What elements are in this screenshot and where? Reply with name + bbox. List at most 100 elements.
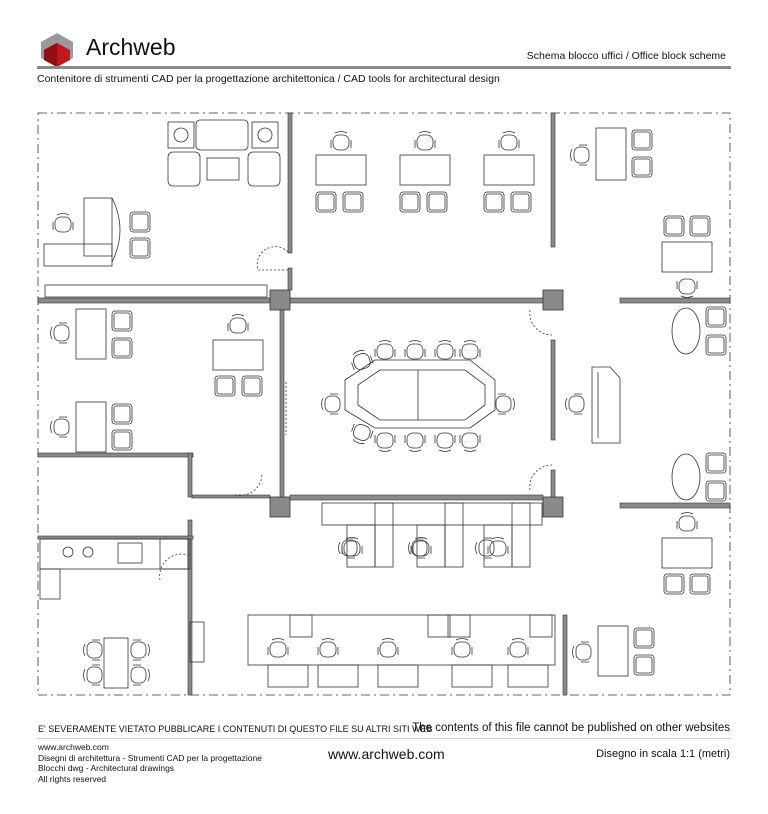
office-chair [565,393,585,415]
chair-arms [50,416,67,438]
reception-desk [43,243,113,267]
office-chair [50,322,70,344]
armchair [129,237,151,259]
copyright-warning-english: The contents of this file cannot be publ… [412,722,730,734]
chair-arms [676,512,698,529]
lamp [257,127,273,143]
office-chair [570,144,590,166]
armchair [705,480,727,502]
office-chair [330,131,352,151]
office-chair [459,340,481,360]
chair-arms [475,537,492,559]
armchair [247,151,281,187]
chair-arms [133,664,150,686]
chair-arms [83,664,100,686]
armchair-seat [131,239,149,257]
armchair-seat [216,377,234,395]
chair-seat [573,146,590,164]
chair-seat [86,666,103,684]
armchair-seat [633,158,651,176]
office-chair [341,537,363,557]
office-chair [377,638,399,658]
armchair-seat [113,405,131,423]
chair-seat [678,278,696,295]
desk [399,154,451,186]
chair-seat [436,432,454,449]
armchair-seat [691,217,709,235]
office-chair [130,639,150,661]
drawing-title: Schema blocco uffici / Office block sche… [526,50,726,62]
chair-arms [404,435,426,452]
armchair [241,375,263,397]
wall [619,297,731,304]
chair-seat [416,134,434,151]
office-chair [83,664,103,686]
subtitle: Contenitore di strumenti CAD per la prog… [37,73,500,85]
chair-seat [406,343,424,360]
armchair-seat [665,575,683,593]
copyright-warning-italian: E' SEVERAMENTE VIETATO PUBBLICARE I CONT… [38,724,433,734]
office-chair [498,131,520,151]
footer-info: www.archweb.com Disegni di architettura … [38,742,262,784]
armchair-seat [691,575,709,593]
side-table [167,121,195,149]
wall [550,339,556,441]
workstation-desk [267,664,309,688]
door-swing [529,464,553,491]
armchair-seat [113,312,131,330]
chair-seat [500,134,518,151]
archweb-logo [41,33,73,67]
office-chair [676,278,698,298]
chair-seat [568,395,585,413]
footer-divider [37,738,731,739]
armchair-seat [113,431,131,449]
armchair-seat [665,217,683,235]
chair-seat [495,395,512,413]
door-swing [159,553,189,581]
office-chair [495,393,515,415]
armchair-seat [635,629,653,647]
chair-seat [86,641,103,659]
chair-seat [54,216,72,233]
armchair-seat [707,336,725,354]
hob [62,546,74,558]
desk [661,537,713,569]
pillar [269,289,291,311]
website-link[interactable]: www.archweb.com [328,746,445,762]
office-chair [434,340,456,360]
chair-arms [351,423,374,444]
sofa [591,366,621,444]
workstation-desk [507,664,549,688]
workstation-desk [451,664,493,688]
hob [82,546,94,558]
pillar [542,496,564,518]
armchair [705,334,727,356]
chair-seat [353,353,371,371]
reception-desk [83,197,113,257]
chair-arms [52,213,74,230]
wall [191,494,271,499]
office-chair [507,638,529,658]
armchair [705,452,727,474]
office-chair [676,512,698,532]
side-table [251,121,279,149]
office-chair [374,432,396,452]
chair-arms [133,639,150,661]
chair-seat [332,134,350,151]
chair-seat [376,432,394,449]
chair-arms [451,638,473,655]
footer-line[interactable]: www.archweb.com [38,742,109,752]
desk [75,308,107,360]
office-chair [267,638,289,658]
desk [597,625,629,677]
kitchen-appliance [39,568,61,600]
chair-seat [379,641,397,658]
desk [483,524,513,568]
armchair-seat [707,308,725,326]
armchair-seat [512,193,530,211]
office-chair [317,638,339,658]
chair-arms [404,340,426,357]
partition-panel [529,614,553,638]
footer-line: Blocchi dwg - Architectural drawings [38,763,175,773]
